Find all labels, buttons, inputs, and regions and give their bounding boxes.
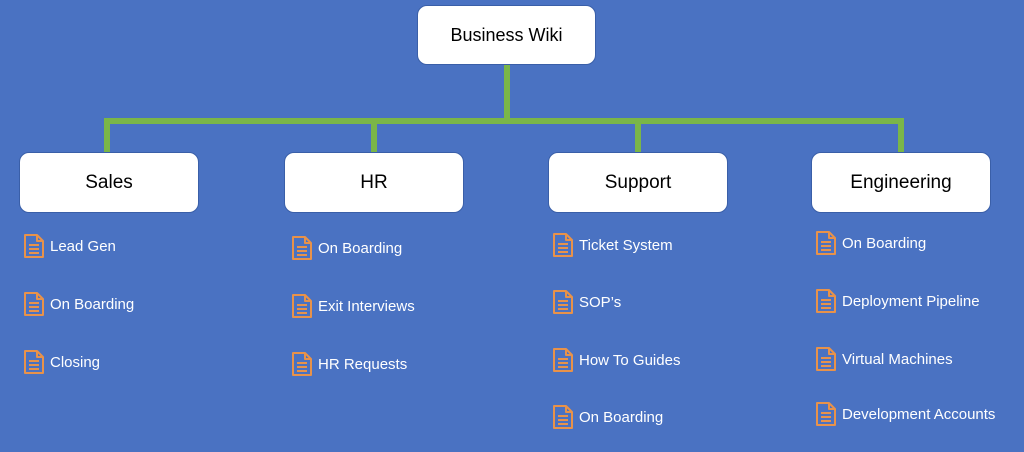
document-icon xyxy=(553,290,573,314)
doc-item[interactable]: Ticket System xyxy=(553,233,673,257)
document-icon xyxy=(553,233,573,257)
doc-item[interactable]: Deployment Pipeline xyxy=(816,289,980,313)
doc-item[interactable]: Closing xyxy=(24,350,100,374)
doc-label: Ticket System xyxy=(579,236,673,254)
doc-item[interactable]: On Boarding xyxy=(292,236,402,260)
dept-label: HR xyxy=(360,171,388,193)
document-icon xyxy=(553,348,573,372)
root-node: Business Wiki xyxy=(417,5,596,65)
document-icon xyxy=(292,352,312,376)
document-icon xyxy=(292,236,312,260)
doc-item[interactable]: Lead Gen xyxy=(24,234,116,258)
doc-item[interactable]: SOP’s xyxy=(553,290,621,314)
doc-label: Exit Interviews xyxy=(318,297,415,315)
doc-item[interactable]: Virtual Machines xyxy=(816,347,953,371)
dept-label: Sales xyxy=(85,171,133,193)
dept-label: Engineering xyxy=(850,171,952,193)
doc-item[interactable]: On Boarding xyxy=(553,405,663,429)
root-label: Business Wiki xyxy=(450,24,563,45)
doc-label: On Boarding xyxy=(50,295,135,313)
dept-sales: Sales xyxy=(19,152,199,213)
doc-label: On Boarding xyxy=(842,234,927,252)
document-icon xyxy=(553,405,573,429)
document-icon xyxy=(816,347,836,371)
doc-label: Closing xyxy=(50,353,101,371)
dept-support: Support xyxy=(548,152,728,213)
document-icon xyxy=(24,292,44,316)
doc-item[interactable]: On Boarding xyxy=(816,231,926,255)
doc-label: On Boarding xyxy=(579,408,664,426)
doc-label: HR Requests xyxy=(318,355,408,373)
doc-item[interactable]: How To Guides xyxy=(553,348,680,372)
doc-label: Virtual Machines xyxy=(842,350,953,368)
dept-engineering: Engineering xyxy=(811,152,991,213)
document-icon xyxy=(816,402,836,426)
doc-label: SOP’s xyxy=(579,293,622,311)
doc-item[interactable]: Exit Interviews xyxy=(292,294,415,318)
doc-label: On Boarding xyxy=(318,239,403,257)
document-icon xyxy=(24,350,44,374)
doc-item[interactable]: On Boarding xyxy=(24,292,134,316)
doc-label: Development Accounts xyxy=(842,405,996,423)
document-icon xyxy=(816,231,836,255)
doc-label: Deployment Pipeline xyxy=(842,292,980,310)
document-icon xyxy=(24,234,44,258)
document-icon xyxy=(292,294,312,318)
doc-item[interactable]: Development Accounts xyxy=(816,402,995,426)
doc-item[interactable]: HR Requests xyxy=(292,352,407,376)
dept-label: Support xyxy=(604,171,672,193)
doc-label: Lead Gen xyxy=(50,237,116,255)
document-icon xyxy=(816,289,836,313)
dept-hr: HR xyxy=(284,152,464,213)
doc-label: How To Guides xyxy=(579,351,681,369)
